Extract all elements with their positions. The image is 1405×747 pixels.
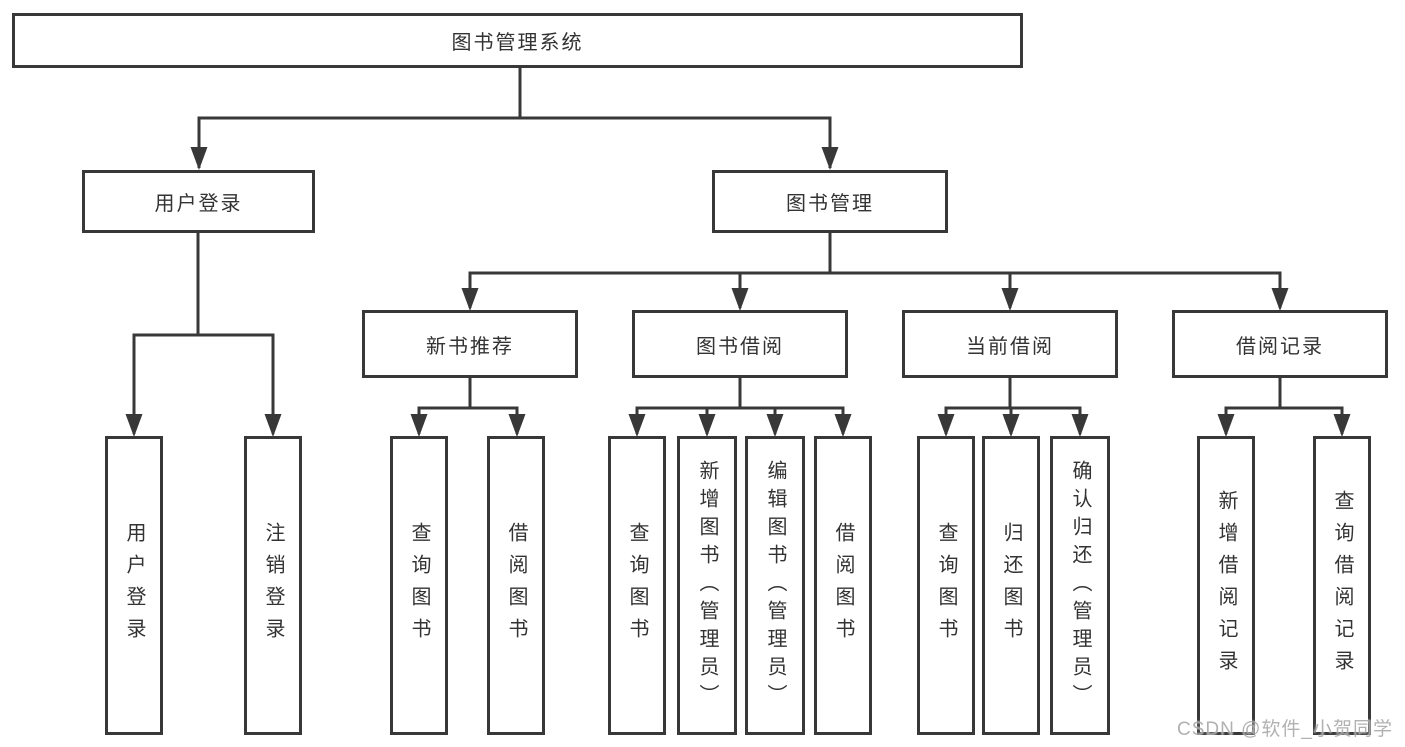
leaf-borrow-books: 借阅图书: [814, 436, 872, 735]
leaf-query-books-borrow: 查询图书: [608, 436, 666, 735]
node-label: 用户登录: [154, 193, 243, 215]
node-label: 新增借阅记录: [1215, 489, 1237, 682]
csdn-watermark: CSDN @软件_小贺同学: [1177, 719, 1393, 740]
node-label: 用户登录: [123, 521, 145, 650]
node-library-management-system: 图书管理系统: [12, 13, 1023, 68]
leaf-borrow-books-recommend: 借阅图书: [487, 436, 545, 735]
node-label: 归还图书: [1000, 521, 1022, 650]
node-user-login: 用户登录: [82, 170, 315, 233]
node-label: 注销登录: [262, 521, 284, 650]
node-label: 确认归还（管理员）: [1069, 459, 1091, 712]
node-label: 图书管理系统: [451, 32, 584, 54]
node-label: 查询图书: [626, 521, 648, 650]
leaf-logout: 注销登录: [244, 436, 302, 735]
node-book-borrow: 图书借阅: [632, 310, 848, 378]
node-label: 借阅图书: [832, 521, 854, 650]
leaf-return-book: 归还图书: [982, 436, 1040, 735]
node-label: 编辑图书（管理员）: [764, 459, 786, 712]
node-label: 借阅图书: [505, 521, 527, 650]
node-label: 借阅记录: [1236, 335, 1324, 358]
node-borrow-records: 借阅记录: [1172, 310, 1388, 378]
leaf-query-books-recommend: 查询图书: [390, 436, 448, 735]
node-label: 查询图书: [408, 521, 430, 650]
node-label: 新增图书（管理员）: [696, 459, 718, 712]
leaf-query-borrow-record: 查询借阅记录: [1313, 436, 1371, 735]
node-label: 查询图书: [935, 521, 957, 650]
node-current-borrow: 当前借阅: [902, 310, 1118, 378]
leaf-edit-book-admin: 编辑图书（管理员）: [745, 436, 805, 735]
leaf-user-login: 用户登录: [105, 436, 163, 735]
node-label: 图书借阅: [696, 335, 784, 358]
leaf-confirm-return-admin: 确认归还（管理员）: [1050, 436, 1110, 735]
leaf-query-books-current: 查询图书: [917, 436, 975, 735]
node-label: 新书推荐: [426, 335, 514, 358]
node-label: 当前借阅: [966, 335, 1054, 358]
node-label: 查询借阅记录: [1331, 489, 1353, 682]
node-book-management: 图书管理: [712, 170, 948, 233]
node-new-book-recommend: 新书推荐: [362, 310, 578, 378]
node-label: 图书管理: [786, 193, 874, 215]
leaf-add-book-admin: 新增图书（管理员）: [677, 436, 737, 735]
leaf-add-borrow-record: 新增借阅记录: [1197, 436, 1255, 735]
